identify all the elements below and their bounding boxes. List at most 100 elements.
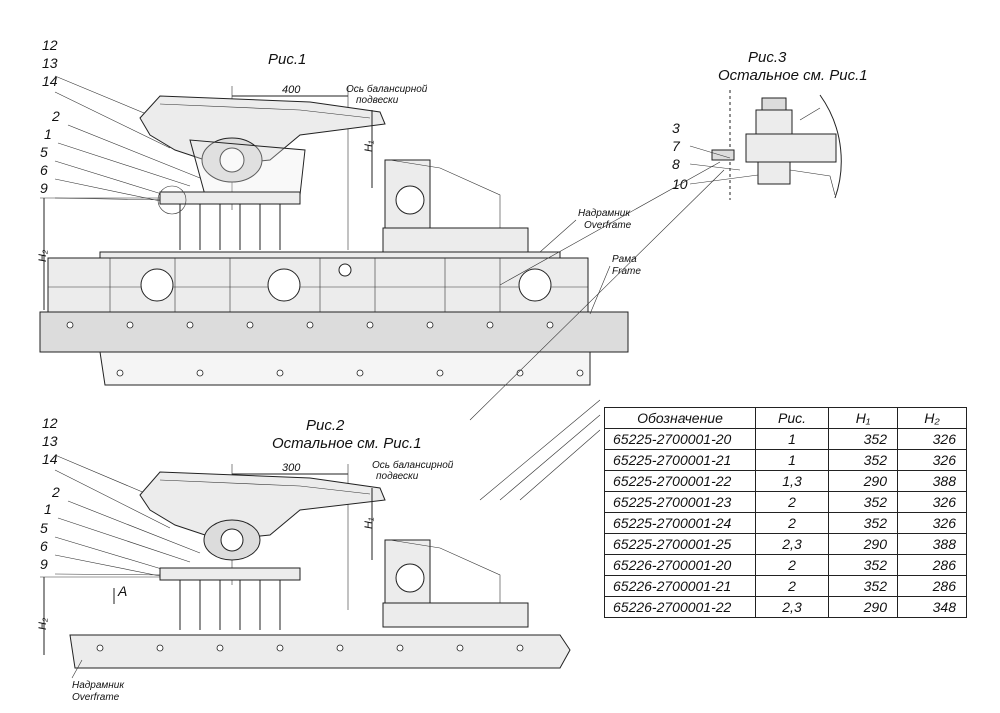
fig2-view-a: A (117, 583, 127, 599)
table-row: 65225-2700001-21 1 352 326 (604, 449, 967, 471)
cell-h2: 388 (897, 533, 967, 555)
fig2-mounting-plate (159, 567, 301, 581)
fig1-callout-1: 1 (44, 126, 52, 142)
cell-fig: 2 (755, 512, 829, 534)
figure-3: Рис.3 Остальное см. Рис.1 3 7 8 10 (469, 49, 868, 421)
cell-fig: 2,3 (755, 596, 829, 618)
cell-h2: 286 (897, 554, 967, 576)
fig1-overframe-grid (48, 258, 588, 314)
cell-designation: 65226-2700001-20 (604, 554, 756, 576)
fig1-leaders (54, 75, 201, 203)
cell-designation: 65225-2700001-25 (604, 533, 756, 555)
fig2-h1-label: H₁ (363, 517, 375, 529)
table-row: 65225-2700001-20 1 352 326 (604, 428, 967, 450)
cell-h2: 348 (897, 596, 967, 618)
cell-fig: 2 (755, 491, 829, 513)
fig1-callout-14: 14 (42, 73, 58, 89)
fig2-callout-1: 1 (44, 501, 52, 517)
cell-h1: 352 (828, 554, 898, 576)
table-row: 65226-2700001-20 2 352 286 (604, 554, 967, 576)
cell-h1: 290 (828, 533, 898, 555)
fig2-axis-label-2: подвески (376, 471, 419, 482)
specification-table: Обозначение Рис. H₁ H₂ 65225-2700001-20 … (604, 407, 967, 618)
fig2-callout-14: 14 (42, 451, 58, 467)
header-fig: Рис. (755, 407, 829, 429)
cell-h1: 352 (828, 491, 898, 513)
fig1-frame-ru: Рама (612, 254, 637, 265)
fig1-axis-label-1: Ось балансирной (346, 83, 428, 95)
fig2-callout-12: 12 (42, 415, 58, 431)
cell-designation: 65226-2700001-22 (604, 596, 756, 618)
fig2-callout-9: 9 (40, 556, 48, 572)
fig3-title-1: Рис.3 (748, 49, 787, 66)
table-row: 65226-2700001-22 2,3 290 348 (604, 596, 967, 618)
table-row: 65225-2700001-25 2,3 290 388 (604, 533, 967, 555)
fig1-callout-12: 12 (42, 37, 58, 53)
cell-designation: 65226-2700001-21 (604, 575, 756, 597)
cell-designation: 65225-2700001-20 (604, 428, 756, 450)
cell-h2: 326 (897, 491, 967, 513)
figure-2: Рис.2 Остальное см. Рис.1 12 13 14 2 1 5… (37, 415, 571, 703)
fig3-callout-3: 3 (672, 120, 680, 136)
table-header-row: Обозначение Рис. H₁ H₂ (604, 407, 967, 429)
fig1-axis-label-2: подвески (356, 95, 399, 106)
table-row: 65226-2700001-21 2 352 286 (604, 575, 967, 597)
fig3-title-2: Остальное см. Рис.1 (718, 67, 868, 84)
cell-fig: 1 (755, 428, 829, 450)
fig1-h1-label: H₁ (363, 140, 375, 152)
fig3-callout-8: 8 (672, 156, 680, 172)
fig2-h2-label: H₂ (37, 617, 49, 630)
fig1-overframe-en: Overframe (584, 220, 632, 231)
fig1-frame-en: Frame (612, 266, 641, 277)
table-background-hatching (479, 399, 601, 501)
cell-designation: 65225-2700001-21 (604, 449, 756, 471)
fig2-overframe-ru: Надрамник (72, 680, 125, 691)
cell-h2: 326 (897, 449, 967, 471)
header-designation: Обозначение (604, 407, 756, 429)
table-row: 65225-2700001-23 2 352 326 (604, 491, 967, 513)
cell-h1: 290 (828, 470, 898, 492)
header-h2: H₂ (897, 407, 967, 429)
fig1-frame (39, 311, 629, 353)
cell-fig: 2 (755, 575, 829, 597)
cell-h2: 326 (897, 512, 967, 534)
fig1-callout-6: 6 (40, 162, 48, 178)
cell-designation: 65225-2700001-22 (604, 470, 756, 492)
fig1-callout-2: 2 (51, 108, 60, 124)
fig2-callout-2: 2 (51, 484, 60, 500)
cell-h2: 326 (897, 428, 967, 450)
cell-fig: 2 (755, 554, 829, 576)
fig2-overframe-en: Overframe (72, 692, 120, 703)
fig1-overframe (47, 257, 589, 315)
fig2-title-2: Остальное см. Рис.1 (272, 435, 422, 452)
figure-1: Рис.1 12 13 14 2 1 5 6 9 400 Ось баланси… (37, 37, 641, 386)
cell-h1: 290 (828, 596, 898, 618)
cell-fig: 1 (755, 449, 829, 471)
fig1-overframe-ru: Надрамник (578, 208, 631, 219)
fig2-overframe (69, 634, 571, 669)
fig1-callout-9: 9 (40, 180, 48, 196)
cell-h2: 388 (897, 470, 967, 492)
cell-h1: 352 (828, 575, 898, 597)
fig2-callout-13: 13 (42, 433, 58, 449)
table-row: 65225-2700001-22 1,3 290 388 (604, 470, 967, 492)
table-row: 65225-2700001-24 2 352 326 (604, 512, 967, 534)
cell-designation: 65225-2700001-23 (604, 491, 756, 513)
fig2-callout-5: 5 (40, 520, 48, 536)
cell-designation: 65225-2700001-24 (604, 512, 756, 534)
fig2-studs (179, 580, 281, 630)
cell-h1: 352 (828, 512, 898, 534)
fig1-studs (179, 204, 281, 250)
fig3-callout-7: 7 (672, 138, 681, 154)
fig1-rear-block (382, 227, 529, 255)
fig3-nut (755, 109, 793, 135)
fig1-dim-400: 400 (282, 84, 301, 96)
fig1-title: Рис.1 (268, 51, 306, 68)
fig1-frame-bolts (66, 321, 584, 377)
fig3-plate (745, 133, 837, 163)
cell-fig: 1,3 (755, 470, 829, 492)
cell-h1: 352 (828, 449, 898, 471)
fig2-overframe-bolts (96, 644, 524, 652)
fig2-dim-300: 300 (282, 462, 301, 474)
